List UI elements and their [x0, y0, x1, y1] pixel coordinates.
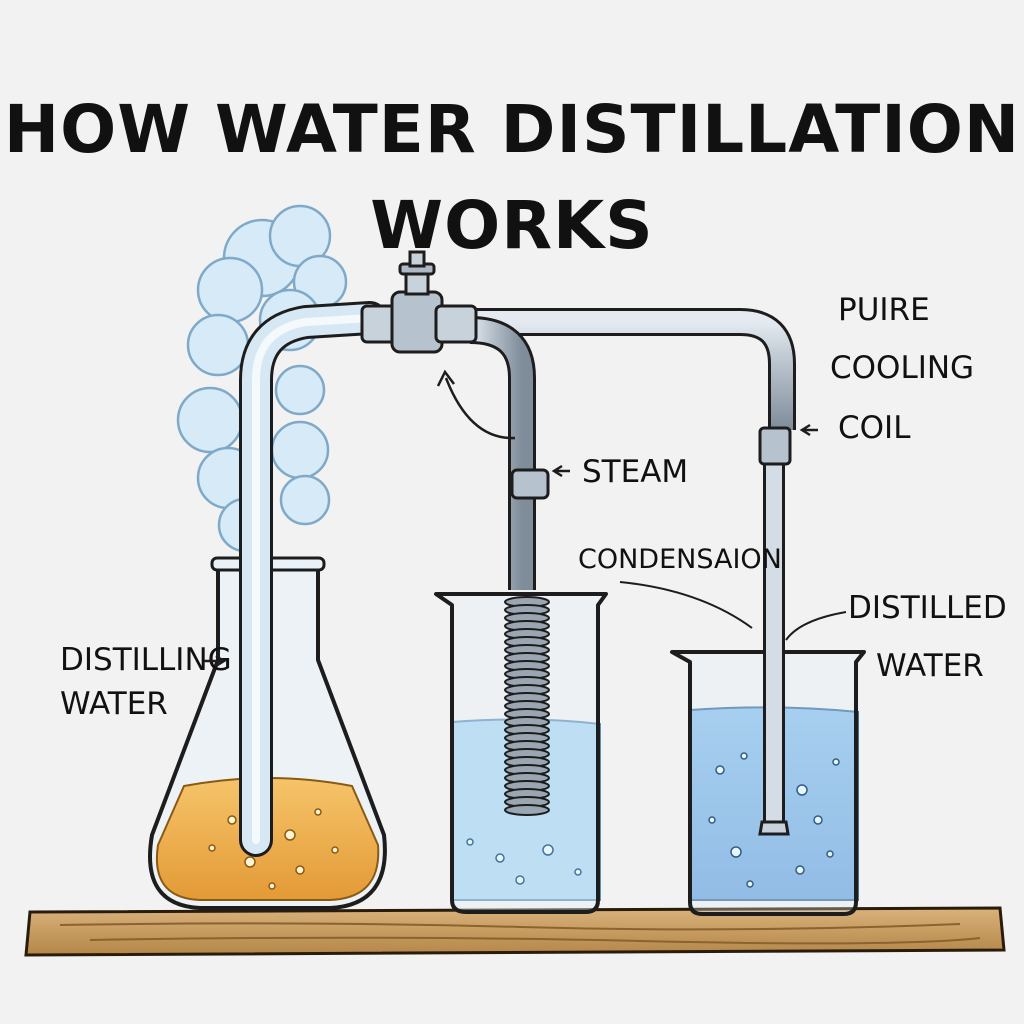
- label-pure-line-3: COIL: [838, 410, 911, 446]
- label-distilling-water: DISTILLING WATER: [60, 642, 232, 722]
- coil-ring: [504, 804, 550, 816]
- label-distilled-water: DISTILLED WATER: [785, 590, 1007, 684]
- wooden-shelf: [24, 906, 1006, 957]
- condenser-coil: [504, 596, 550, 816]
- label-distilled-line-1: DISTILLED: [848, 590, 1007, 626]
- label-condensation-text: CONDENSAION: [578, 544, 782, 575]
- diagram-title: HOW WATER DISTILLATION WORKS: [0, 82, 1024, 274]
- cooling-beaker: [434, 468, 608, 914]
- label-steam: STEAM: [551, 454, 688, 490]
- distilled-beaker: [670, 426, 866, 916]
- valve-arrow: [436, 369, 516, 440]
- label-pure-line-1: PUIRE: [838, 292, 930, 328]
- label-condensation: CONDENSAION: [578, 544, 782, 629]
- top-pipe: [440, 308, 796, 590]
- label-pure-cooling-coil: PUIRE COOLING COIL: [799, 292, 974, 446]
- label-steam-text: STEAM: [582, 454, 688, 490]
- label-pure-line-2: COOLING: [830, 350, 974, 386]
- label-distilled-line-2: WATER: [876, 648, 984, 684]
- vapor-tube: [239, 301, 387, 857]
- label-distilling-line-2: WATER: [60, 686, 168, 722]
- steam-cloud: [176, 204, 348, 553]
- title-line-1: HOW WATER DISTILLATION: [3, 91, 1021, 168]
- valve-fitting: [360, 250, 478, 354]
- label-distilling-line-1: DISTILLING: [60, 642, 232, 678]
